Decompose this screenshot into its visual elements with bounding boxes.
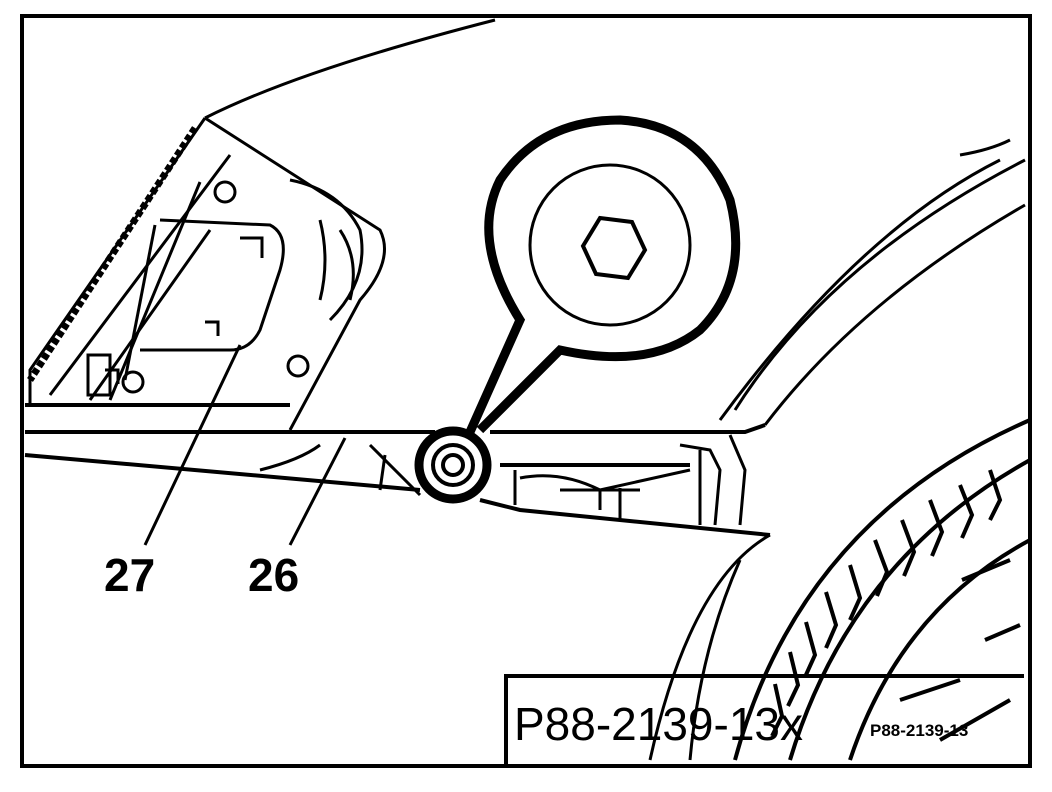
housing-screw-top — [213, 180, 237, 204]
tyre-tread — [770, 469, 1021, 742]
detail-magnifier — [465, 115, 741, 434]
hex-socket — [580, 215, 648, 281]
leader-lines — [143, 344, 347, 546]
wheel-arch — [648, 138, 1026, 761]
body-contour-top — [204, 18, 496, 120]
fastening-bolt — [414, 426, 492, 504]
housing-screw-low — [121, 370, 145, 394]
frame-border — [20, 14, 1032, 768]
magnified-bolt-head — [528, 163, 692, 327]
housing-screw-mid — [286, 354, 310, 378]
reference-box — [504, 674, 1024, 764]
light-housing — [28, 116, 386, 431]
bumper-trim-strip — [24, 403, 771, 537]
leader-26 — [288, 437, 347, 546]
callout-27: 27 — [104, 549, 156, 601]
reference-id-large: P88-2139-13x — [514, 698, 803, 750]
housing-hatching — [27, 126, 198, 382]
callout-26: 26 — [248, 549, 300, 601]
reference-id-small: P88-2139-13 — [870, 721, 969, 740]
bumper-details — [259, 434, 747, 526]
leader-27 — [143, 344, 242, 546]
